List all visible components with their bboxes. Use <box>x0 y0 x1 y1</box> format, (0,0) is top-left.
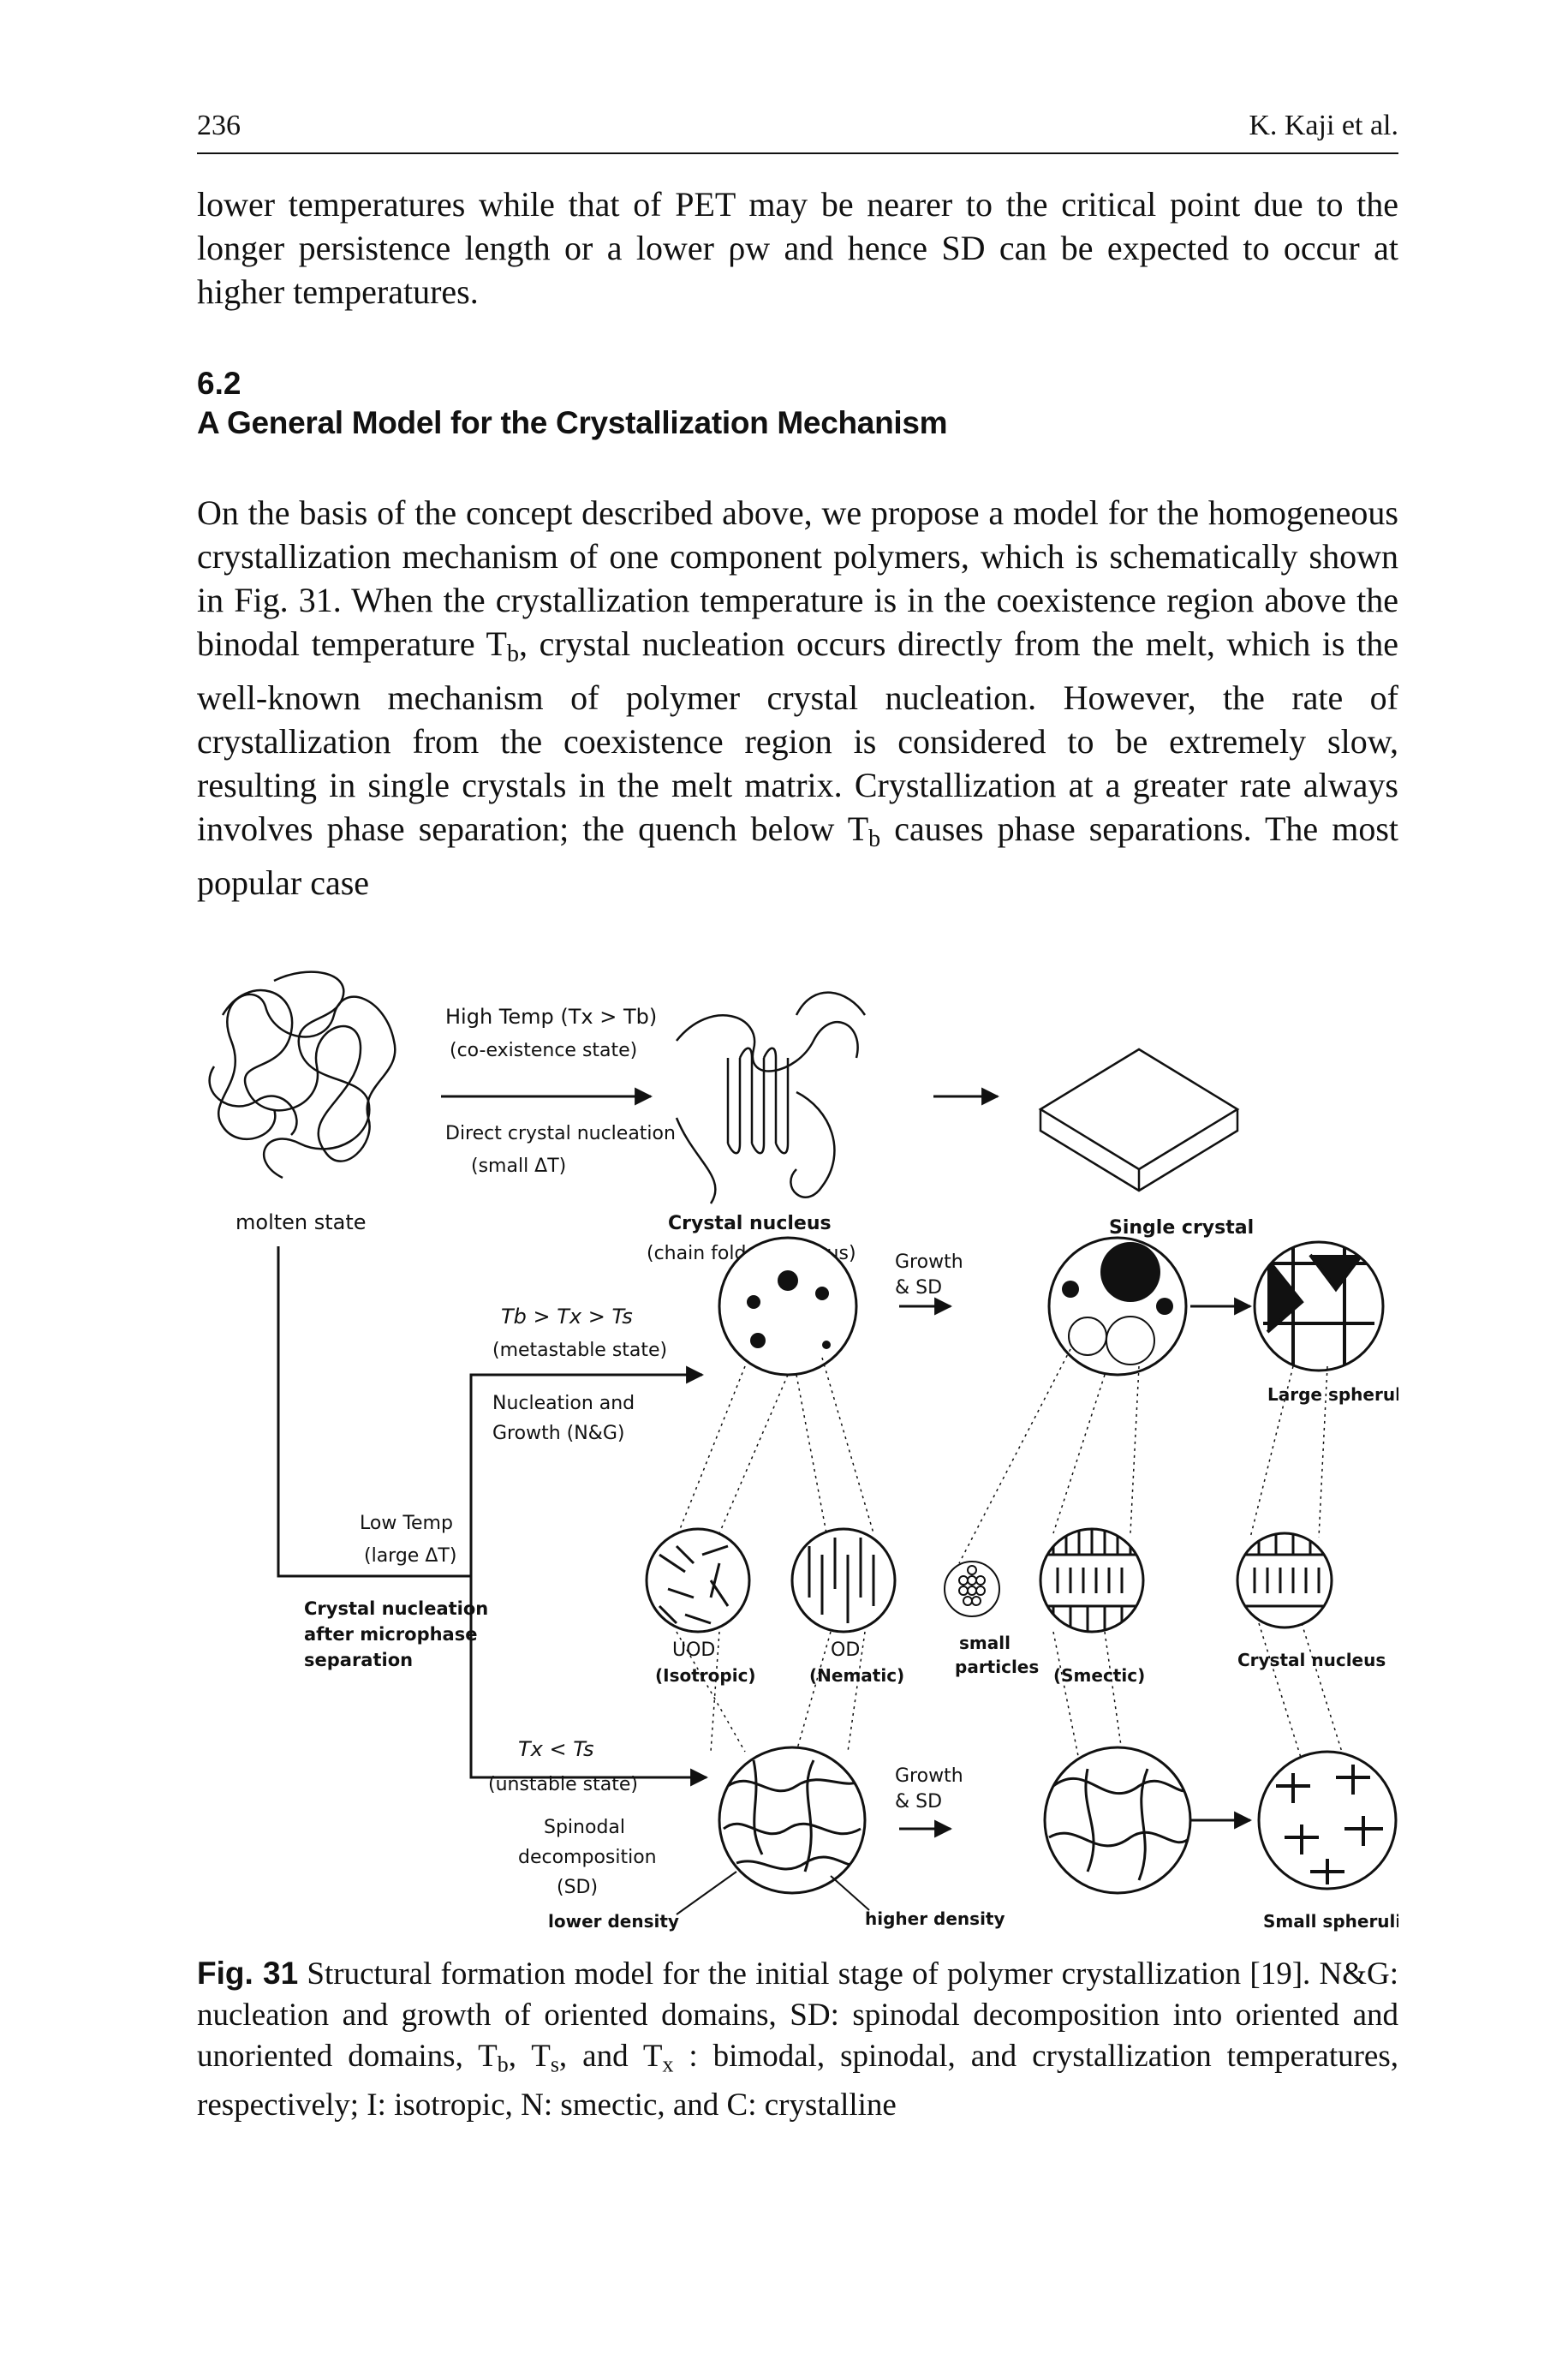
large-dt-label: (large ΔT) <box>364 1545 456 1567</box>
crystal-nucleation-after-3: separation <box>304 1650 413 1670</box>
section-title: A General Model for the Crystallization … <box>197 405 948 440</box>
nematic-label: (Nematic) <box>809 1665 904 1686</box>
crystal-nucleation-after-1: Crystal nucleation <box>304 1598 488 1619</box>
guide-lines <box>676 1348 1345 1761</box>
intro-paragraph: lower temperatures while that of PET may… <box>197 185 1398 311</box>
large-spherulites-label: Large spherulites <box>1267 1384 1398 1405</box>
running-head: K. Kaji et al. <box>1249 110 1398 141</box>
smectic-label: (Smectic) <box>1053 1665 1145 1686</box>
smectic-circle <box>1039 1527 1145 1633</box>
growth-sd-label-2: & SD <box>895 1277 942 1299</box>
branch-lines <box>277 1246 702 1779</box>
single-crystal-slab <box>1038 1048 1240 1192</box>
page-number: 236 <box>197 110 241 141</box>
od-circle <box>790 1527 897 1633</box>
low-temp-label: Low Temp <box>360 1513 453 1534</box>
isotropic-label: (Isotropic) <box>655 1665 756 1686</box>
growth-sd-label-bottom-2: & SD <box>895 1791 942 1813</box>
figure-31: molten state High Temp (Tx > Tb) (co-exi… <box>197 964 1437 1940</box>
od-label: OD <box>831 1639 860 1661</box>
page-header: 236 K. Kaji et al. <box>197 110 1398 152</box>
crystallization-model-diagram: molten state High Temp (Tx > Tb) (co-exi… <box>208 971 1437 1932</box>
spinodal-label-3: (SD) <box>557 1877 598 1898</box>
uod-circle <box>645 1527 751 1633</box>
coexistence-label: (co-existence state) <box>450 1040 637 1061</box>
uod-label: UOD <box>672 1639 715 1661</box>
higher-density-label: higher density <box>865 1908 1005 1929</box>
sd-circle <box>718 1746 867 1895</box>
section-number: 6.2 <box>197 366 241 401</box>
small-particles-cluster <box>944 1561 1000 1617</box>
small-particles-label-2: particles <box>955 1657 1039 1677</box>
single-crystal-label: Single crystal <box>1109 1217 1254 1239</box>
crystal-nucleus-label-2: Crystal nucleus <box>1237 1650 1386 1670</box>
growth-sd-label-1: Growth <box>895 1251 963 1273</box>
crystal-nucleus-label: Crystal nucleus <box>668 1213 832 1234</box>
figure-label: Fig. 31 <box>197 1956 299 1991</box>
lower-density-pointer <box>676 1871 737 1915</box>
ng-domain-circle <box>718 1236 858 1377</box>
nucleation-growth-label-2: Growth (N&G) <box>492 1423 624 1444</box>
metastable-condition: Tb > Tx > Ts <box>501 1305 633 1329</box>
lower-density-label: lower density <box>548 1911 679 1932</box>
nucleation-growth-label-1: Nucleation and <box>492 1393 635 1414</box>
high-temp-label: High Temp (Tx > Tb) <box>445 1005 657 1029</box>
growth-circle-bottom <box>1043 1746 1192 1895</box>
metastable-label: (metastable state) <box>492 1340 667 1361</box>
body-paragraph: On the basis of the concept described ab… <box>197 493 1398 902</box>
molten-state-label: molten state <box>235 1210 367 1234</box>
spinodal-label-2: decomposition <box>518 1847 657 1868</box>
figure-caption: Fig. 31 Structural formation model for t… <box>197 1956 1399 2123</box>
unstable-label: (unstable state) <box>488 1774 638 1795</box>
small-dt-label: (small ΔT) <box>471 1156 566 1177</box>
large-spherulites-circle <box>1253 1240 1385 1372</box>
growth-circle-top <box>1047 1236 1188 1377</box>
growth-sd-label-bottom-1: Growth <box>895 1765 963 1787</box>
molten-state-coil <box>208 971 396 1180</box>
chain-folded-nucleus <box>675 991 867 1204</box>
small-spherulites-label: Small spherulites <box>1263 1911 1398 1932</box>
crystal-nucleation-after-2: after microphase <box>304 1624 477 1645</box>
small-spherulites-circle <box>1257 1750 1398 1890</box>
small-particles-label-1: small <box>959 1633 1011 1653</box>
header-rule <box>197 152 1398 154</box>
crystal-nucleus-circle <box>1236 1532 1333 1629</box>
direct-nucleation-label: Direct crystal nucleation <box>445 1123 676 1144</box>
higher-density-pointer <box>830 1875 870 1911</box>
spinodal-label-1: Spinodal <box>544 1817 625 1838</box>
unstable-condition: Tx < Ts <box>518 1737 594 1761</box>
